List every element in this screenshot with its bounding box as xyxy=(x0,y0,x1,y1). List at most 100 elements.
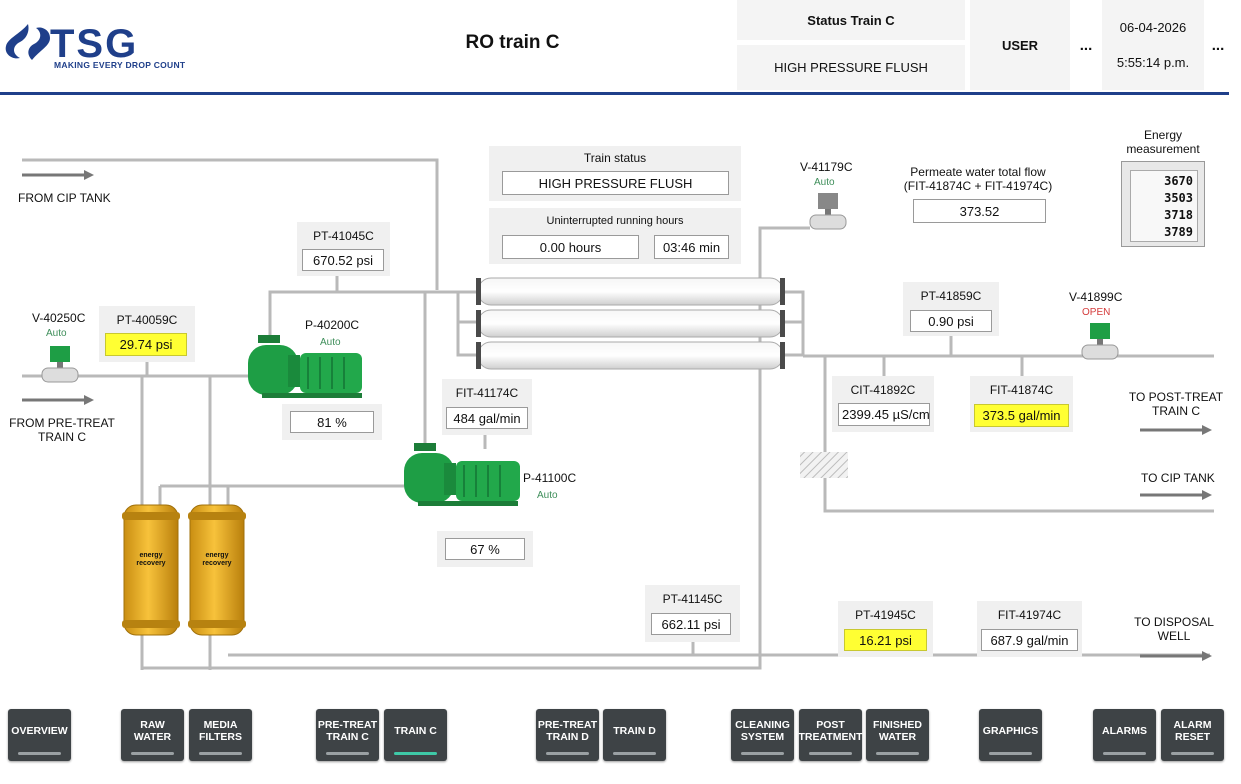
nav-train-d-button[interactable]: TRAIN D xyxy=(603,709,666,761)
pipe-brine-return xyxy=(142,226,810,670)
nav-train-c-button[interactable]: TRAIN C xyxy=(384,709,447,761)
nav-alarms-button[interactable]: ALARMS xyxy=(1093,709,1156,761)
cit41892c-panel[interactable]: CIT-41892C 2399.45 µS/cm xyxy=(832,376,934,432)
nav-pretreat-train-c-button[interactable]: PRE-TREAT TRAIN C xyxy=(316,709,379,761)
fit41874c-value: 373.5 gal/min xyxy=(974,404,1069,427)
pt41859c-panel[interactable]: PT-41859C 0.90 psi xyxy=(903,282,999,336)
nav-label: OVERVIEW xyxy=(11,725,68,737)
pump-p41100c-speed: 67 % xyxy=(445,538,525,560)
fit41974c-panel[interactable]: FIT-41974C 687.9 gal/min xyxy=(977,601,1082,657)
pt40059c-value: 29.74 psi xyxy=(105,333,187,356)
pump-p41100c-tag[interactable]: P-41100C xyxy=(523,471,577,485)
valve-v41179c-icon xyxy=(809,193,847,230)
pt41045c-panel[interactable]: PT-41045C 670.52 psi xyxy=(297,222,390,276)
valve-v41899c-state: OPEN xyxy=(1082,307,1111,318)
pump-p40200c-tag[interactable]: P-40200C xyxy=(305,318,360,332)
pt41045c-tag: PT-41045C xyxy=(313,229,374,243)
nav-cleaning-system-button[interactable]: CLEANING SYSTEM xyxy=(731,709,794,761)
running-hours-label: Uninterrupted running hours xyxy=(546,215,684,227)
nav-graphics-button[interactable]: GRAPHICS xyxy=(979,709,1042,761)
nav-raw-water-button[interactable]: RAW WATER xyxy=(121,709,184,761)
to-post-treat-label: TO POST-TREAT TRAIN C xyxy=(1128,390,1224,418)
valve-v41179c-state: Auto xyxy=(814,177,835,188)
cit41892c-value: 2399.45 µS/cm xyxy=(838,403,930,426)
pump-p41100c-icon xyxy=(404,443,520,506)
running-hours-value: 0.00 hours xyxy=(502,235,639,259)
arrow-icon xyxy=(1202,425,1212,435)
nav-alarm-reset-button[interactable]: ALARM RESET xyxy=(1161,709,1224,761)
pt41945c-value: 16.21 psi xyxy=(844,629,927,651)
pipe-membrane-manifold xyxy=(456,292,478,357)
pipe-cip-supply xyxy=(22,158,439,290)
arrow-icon xyxy=(84,170,94,180)
train-status-value: HIGH PRESSURE FLUSH xyxy=(502,171,729,195)
cit41892c-tag: CIT-41892C xyxy=(850,383,916,397)
to-cip-tank-label: TO CIP TANK xyxy=(1141,471,1215,485)
erd-brand-1: energy recovery xyxy=(136,552,166,567)
nav-post-treatment-button[interactable]: POST TREATMENT xyxy=(799,709,862,761)
datetime-cell: 06-04-2026 5:55:14 p.m. xyxy=(1102,0,1204,90)
erd-vessel-1-icon xyxy=(122,504,180,636)
fit41174c-tag: FIT-41174C xyxy=(455,386,519,400)
nav-label: TRAIN C xyxy=(394,725,437,737)
arrow-icon xyxy=(84,395,94,405)
pt41945c-panel[interactable]: PT-41945C 16.21 psi xyxy=(838,601,933,657)
company-logo: TSG MAKING EVERY DROP COUNT xyxy=(0,10,200,74)
fit41174c-panel[interactable]: FIT-41174C 484 gal/min xyxy=(442,379,532,435)
nav-label: RAW WATER xyxy=(133,719,172,743)
time-display: 5:55:14 p.m. xyxy=(1116,55,1190,70)
fit41974c-value: 687.9 gal/min xyxy=(981,629,1078,651)
user-more-button[interactable]: ... xyxy=(1072,0,1100,90)
nav-label: FINISHED WATER xyxy=(872,719,922,743)
water-drop-logo-icon xyxy=(5,24,50,60)
pipe-cip-return xyxy=(823,356,1214,513)
erd-brand-2: energy recovery xyxy=(202,552,232,567)
running-minutes-value: 03:46 min xyxy=(654,235,729,259)
erd-vessel-2-icon xyxy=(188,504,246,636)
valve-v40250c-icon xyxy=(41,346,79,383)
fit41874c-panel[interactable]: FIT-41874C 373.5 gal/min xyxy=(970,376,1073,432)
nav-label: CLEANING SYSTEM xyxy=(735,719,790,743)
pump-p40200c-speed-panel: 81 % xyxy=(282,404,382,440)
pt41145c-tag: PT-41145C xyxy=(662,592,723,606)
pipe-hp-discharge xyxy=(268,290,478,340)
valve-v41179c-tag[interactable]: V-41179C xyxy=(800,160,853,174)
pump-p40200c-icon xyxy=(248,335,362,398)
valve-v40250c-tag[interactable]: V-40250C xyxy=(32,311,86,325)
train-status-label: Train status xyxy=(583,151,647,165)
permeate-flow-value: 373.52 xyxy=(913,199,1046,223)
header-bar: TSG MAKING EVERY DROP COUNT RO train C S… xyxy=(0,0,1241,95)
pt41859c-tag: PT-41859C xyxy=(920,289,982,303)
status-label-cell: Status Train C xyxy=(737,0,965,40)
nav-overview-button[interactable]: OVERVIEW xyxy=(8,709,71,761)
nav-label: ALARMS xyxy=(1102,725,1147,737)
nav-finished-water-button[interactable]: FINISHED WATER xyxy=(866,709,929,761)
header-divider xyxy=(0,92,1229,95)
pt40059c-tag: PT-40059C xyxy=(116,313,178,327)
nav-label: ALARM RESET xyxy=(1173,719,1212,743)
nav-label: PRE-TREAT TRAIN D xyxy=(537,719,598,743)
pt41145c-panel[interactable]: PT-41145C 662.11 psi xyxy=(645,585,740,642)
status-label: Status Train C xyxy=(807,12,895,28)
pt40059c-panel[interactable]: PT-40059C 29.74 psi xyxy=(99,306,195,362)
more-icon: ... xyxy=(1079,36,1093,54)
valve-v41899c-icon xyxy=(1081,323,1119,360)
user-button[interactable]: USER xyxy=(970,0,1070,90)
energy-reading-2: 3503 xyxy=(1164,191,1193,205)
nav-media-filters-button[interactable]: MEDIA FILTERS xyxy=(189,709,252,761)
more-icon: ... xyxy=(1211,36,1225,54)
energy-meter-icon[interactable]: 3670 3503 3718 3789 xyxy=(1121,161,1205,247)
nav-pretreat-train-d-button[interactable]: PRE-TREAT TRAIN D xyxy=(536,709,599,761)
pt41145c-value: 662.11 psi xyxy=(651,613,731,635)
flow-arrows xyxy=(22,170,1212,661)
permeate-flow-label: Permeate water total flow (FIT-41874C + … xyxy=(903,165,1053,193)
datetime-more-button[interactable]: ... xyxy=(1205,0,1231,90)
pump-p40200c-speed: 81 % xyxy=(290,411,374,433)
valve-v41899c-tag[interactable]: V-41899C xyxy=(1069,290,1123,304)
nav-label: MEDIA FILTERS xyxy=(199,719,242,743)
logo-tagline: MAKING EVERY DROP COUNT xyxy=(54,60,186,70)
logo-wordmark: TSG xyxy=(50,22,139,66)
status-value: HIGH PRESSURE FLUSH xyxy=(774,60,928,75)
valve-v40250c-state: Auto xyxy=(46,328,67,339)
process-diagram xyxy=(22,158,1214,670)
